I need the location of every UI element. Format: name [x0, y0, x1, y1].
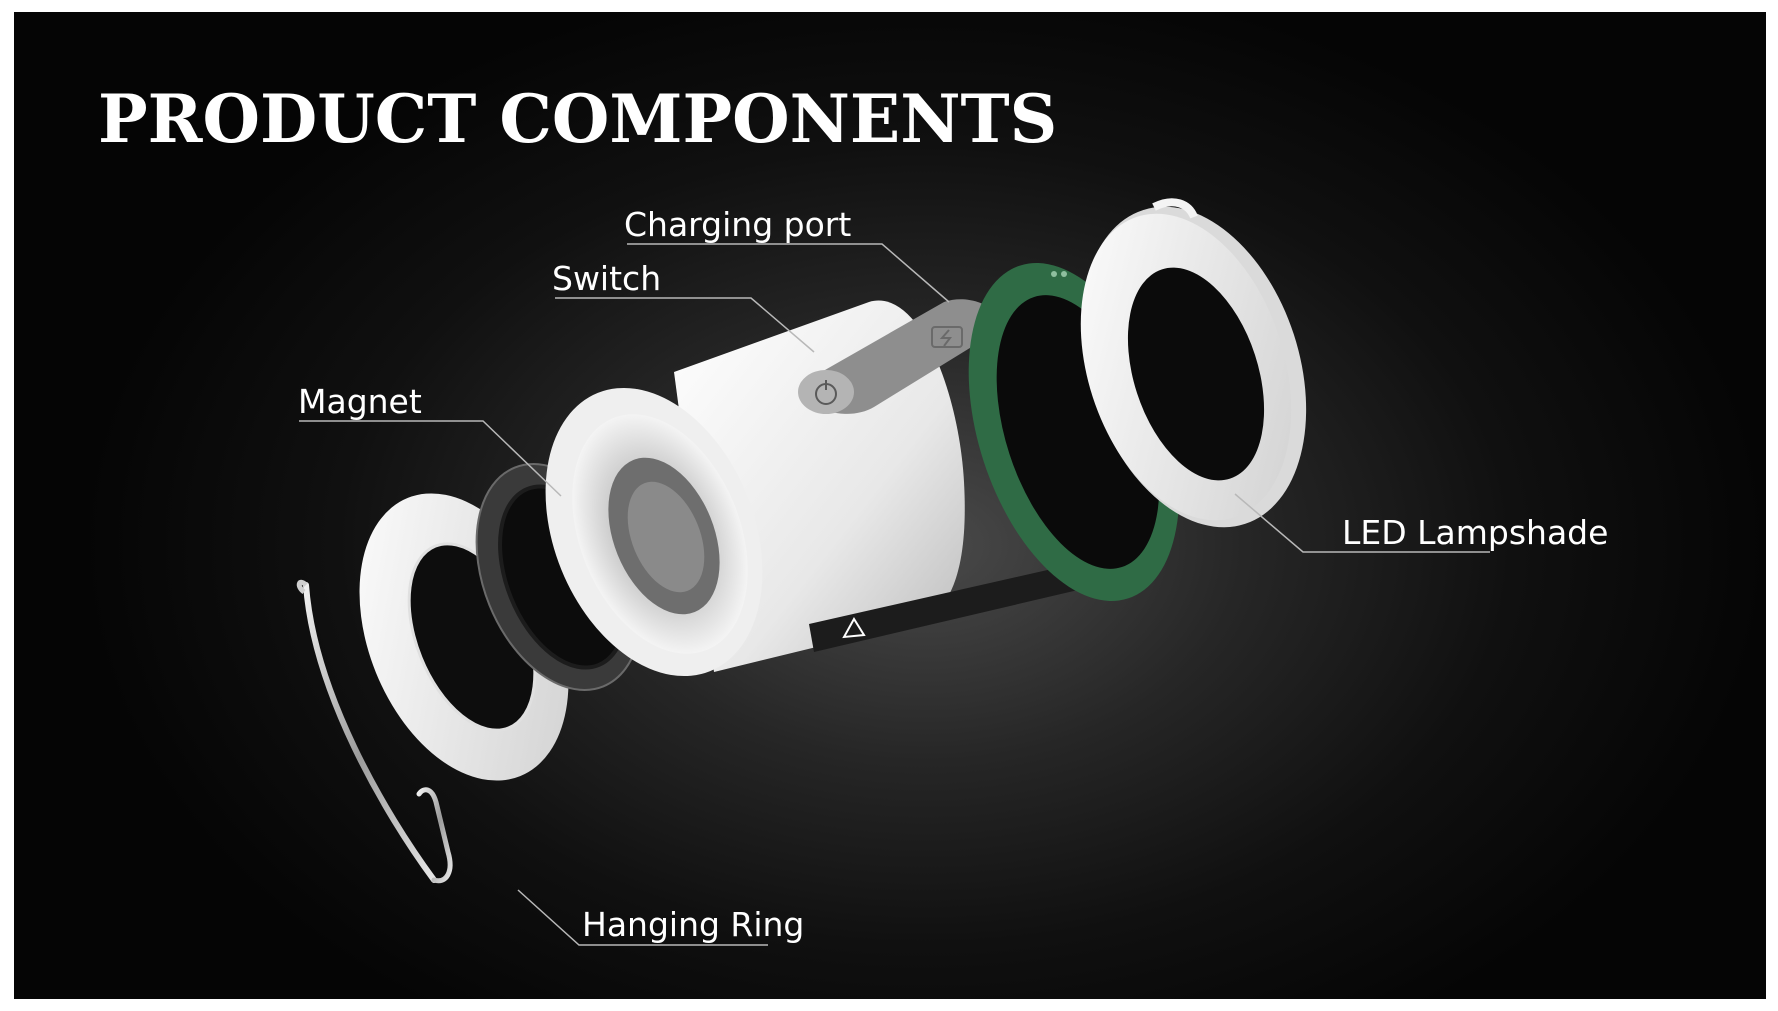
hanging-ring-part	[296, 579, 453, 884]
warning-icon	[842, 617, 866, 639]
diagram-panel: PRODUCT COMPONENTS	[14, 12, 1766, 999]
charging-port-label: Charging port	[624, 205, 852, 244]
leader-led-lampshade	[1234, 493, 1490, 553]
leader-hanging-ring	[517, 889, 768, 946]
power-icon	[798, 370, 854, 414]
hanging-ring-label: Hanging Ring	[582, 905, 805, 944]
charging-icon	[931, 326, 963, 348]
led-lampshade-label: LED Lampshade	[1342, 513, 1609, 552]
leader-lines	[299, 243, 1490, 946]
leader-switch	[555, 297, 815, 353]
switch-label: Switch	[552, 259, 662, 298]
leader-magnet	[299, 420, 562, 497]
magnet-label: Magnet	[298, 382, 422, 421]
main-body-part	[545, 299, 1078, 677]
exploded-view-illustration	[296, 198, 1490, 946]
led-lampshade-part	[1080, 198, 1307, 528]
page-title: PRODUCT COMPONENTS	[98, 80, 1058, 158]
leader-charging-port	[627, 243, 950, 303]
